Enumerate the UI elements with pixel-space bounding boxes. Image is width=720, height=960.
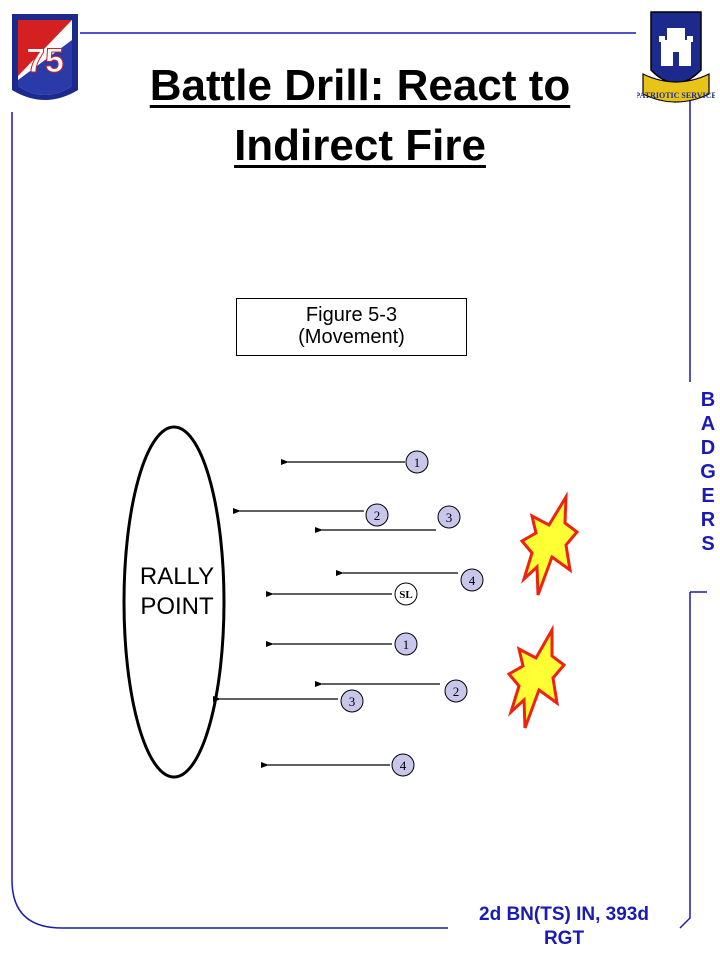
side-letter: S: [701, 533, 715, 555]
side-letter: G: [700, 461, 716, 483]
svg-text:SL: SL: [399, 589, 412, 601]
side-label-badgers: B A D G E R S: [694, 388, 720, 556]
soldier-marker: 4: [460, 568, 484, 592]
svg-text:3: 3: [349, 694, 356, 709]
figure-caption-box: Figure 5-3 (Movement): [236, 298, 467, 356]
rally-point-line2: POINT: [140, 593, 214, 620]
footer-line1: 2d BN(TS) IN, 393d: [479, 904, 649, 925]
side-letter: E: [701, 485, 715, 507]
side-letter: A: [700, 413, 716, 435]
patch-number: 75: [26, 42, 64, 80]
svg-text:2: 2: [374, 508, 381, 523]
footer-unit-label: 2d BN(TS) IN, 393d RGT: [448, 903, 680, 951]
unit-patch-logo: 75: [12, 14, 78, 100]
crest-motto: PATRIOTIC SERVICE: [637, 91, 715, 100]
side-letter: R: [700, 509, 716, 531]
soldier-marker: 4: [391, 753, 415, 777]
rally-point-line1: RALLY: [139, 563, 215, 590]
soldier-marker: 2: [444, 679, 468, 703]
svg-text:1: 1: [414, 455, 421, 470]
footer-line2: RGT: [543, 928, 585, 949]
soldier-marker: 1: [405, 450, 429, 474]
crest-logo: PATRIOTIC SERVICE: [637, 11, 715, 103]
svg-text:3: 3: [446, 510, 453, 525]
soldier-marker: 2: [365, 503, 389, 527]
soldier-marker: 1: [394, 632, 418, 656]
soldier-marker: 3: [340, 689, 364, 713]
slide-title: Battle Drill: React to Indirect Fire: [149, 61, 571, 170]
svg-text:4: 4: [469, 573, 476, 588]
side-letter: D: [700, 437, 716, 459]
squad-leader-marker: SL: [394, 582, 418, 606]
rally-point-ellipse: [122, 425, 226, 779]
svg-text:4: 4: [400, 758, 407, 773]
svg-text:2: 2: [453, 684, 460, 699]
figure-caption-line1: Figure 5-3: [305, 304, 398, 326]
explosion-burst-icon: [506, 624, 567, 729]
figure-caption-line2: (Movement): [298, 326, 405, 348]
svg-text:1: 1: [403, 637, 410, 652]
explosion-burst-icon: [519, 491, 580, 596]
soldier-marker: 3: [437, 505, 461, 529]
side-letter: B: [700, 389, 716, 411]
rally-point-label: RALLY POINT: [124, 562, 230, 622]
